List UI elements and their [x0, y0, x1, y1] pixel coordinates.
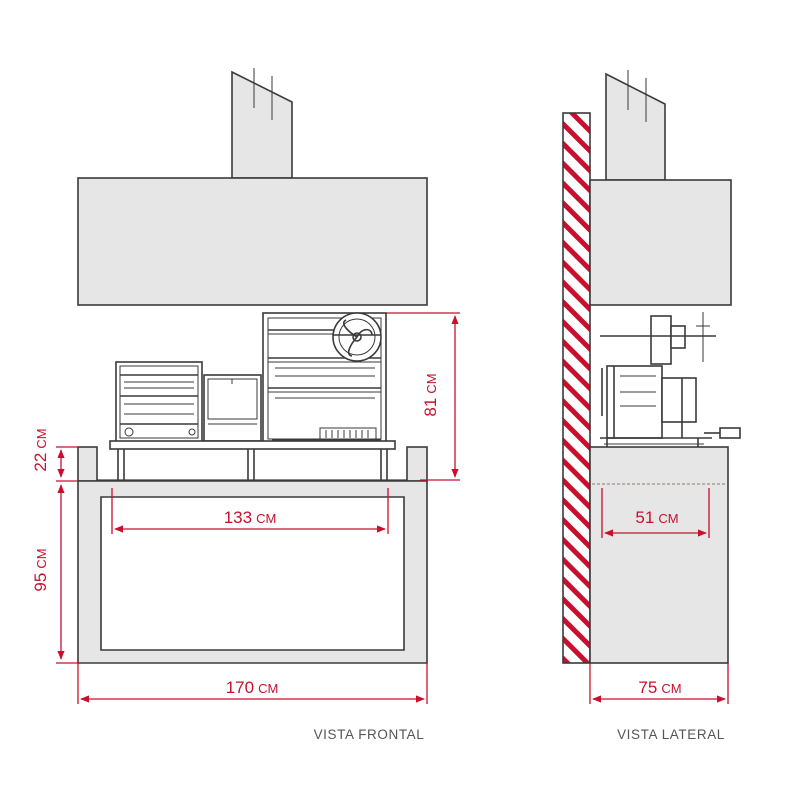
- grill-left-unit: [115, 361, 203, 443]
- front-view: [77, 68, 428, 664]
- hood-front: [77, 177, 428, 306]
- base-cabinet-side: [589, 446, 729, 664]
- dim-label-22: 22CM: [31, 428, 50, 471]
- hood-side: [589, 179, 732, 306]
- crank-wheel: [332, 312, 382, 362]
- chimney-front: [231, 70, 293, 179]
- caption-side-view: VISTA LATERAL: [617, 727, 725, 742]
- chimney-side: [605, 72, 666, 181]
- dim-label-95: 95CM: [31, 548, 50, 591]
- dim-label-81: 81CM: [421, 373, 440, 416]
- base-cabinet-front: [77, 480, 428, 664]
- grill-platform: [109, 440, 396, 450]
- spit-motor: [600, 312, 716, 365]
- hatched-wall: [562, 112, 591, 664]
- side-stub-right: [406, 446, 428, 482]
- side-view: [562, 70, 741, 664]
- side-stub-left: [77, 446, 98, 482]
- dimension-lines: [56, 312, 729, 704]
- grill-side-body: [600, 365, 741, 447]
- caption-front-view: VISTA FRONTAL: [314, 727, 425, 742]
- grill-middle-box: [203, 374, 262, 442]
